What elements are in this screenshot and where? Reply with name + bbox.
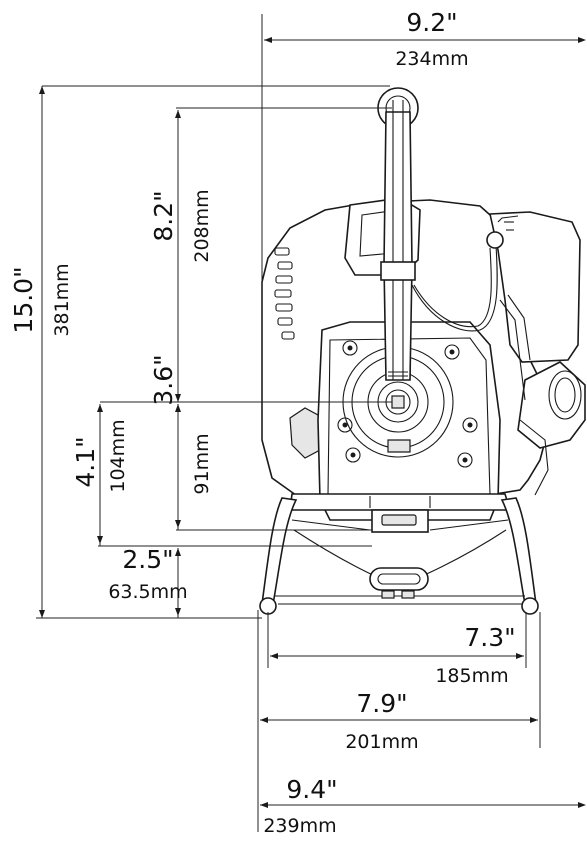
shaft-to-base-mm: 104mm — [107, 419, 129, 492]
engine-illustration — [259, 87, 586, 615]
base-width-mm: 201mm — [345, 731, 418, 753]
inner-base-width-inch: 7.3" — [464, 623, 515, 652]
shaft-to-frame-mm: 91mm — [191, 433, 213, 494]
shaft-to-frame-inch: 3.6" — [149, 354, 178, 405]
inner-base-width-mm: 185mm — [435, 665, 508, 687]
dimension-labels: 9.2" 234mm 15.0" 381mm 8.2" 208mm 4.1" 1… — [9, 8, 516, 837]
overall-base-width-mm: 239mm — [263, 815, 336, 837]
handle-height-mm: 208mm — [191, 189, 213, 262]
overall-base-width-inch: 9.4" — [286, 775, 337, 804]
handle — [377, 87, 504, 381]
stand-frame — [259, 493, 539, 615]
frame-height-inch: 2.5" — [122, 545, 173, 574]
shaft-to-base-inch: 4.1" — [71, 436, 100, 487]
frame-height-mm: 63.5mm — [108, 581, 187, 603]
total-height-mm: 381mm — [51, 263, 73, 336]
total-height-inch: 15.0" — [9, 266, 38, 333]
top-width-mm: 234mm — [395, 48, 468, 70]
handle-height-inch: 8.2" — [149, 190, 178, 241]
top-width-inch: 9.2" — [406, 8, 457, 37]
base-width-inch: 7.9" — [356, 689, 407, 718]
dimension-lines — [36, 14, 586, 832]
